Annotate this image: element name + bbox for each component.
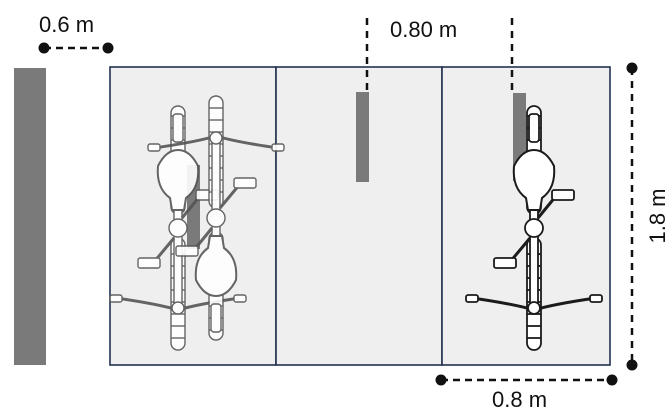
bay-3-bike [464,93,604,352]
rack-spacing-label: 0.80 m [390,17,457,42]
dimension-rack-spacing: 0.80 m [365,17,514,94]
wall-slab [14,68,46,365]
bay-width-label: 0.8 m [492,387,547,412]
bay-1-bikes [108,94,286,352]
wall-gap-label: 0.6 m [39,12,94,37]
dimension-bay-depth: 1.8 m [626,62,670,371]
dimension-wall-gap: 0.6 m [38,12,114,54]
bay-depth-label: 1.8 m [645,188,670,243]
bike-rack-2 [356,92,369,182]
dimension-bay-width: 0.8 m [435,374,618,412]
